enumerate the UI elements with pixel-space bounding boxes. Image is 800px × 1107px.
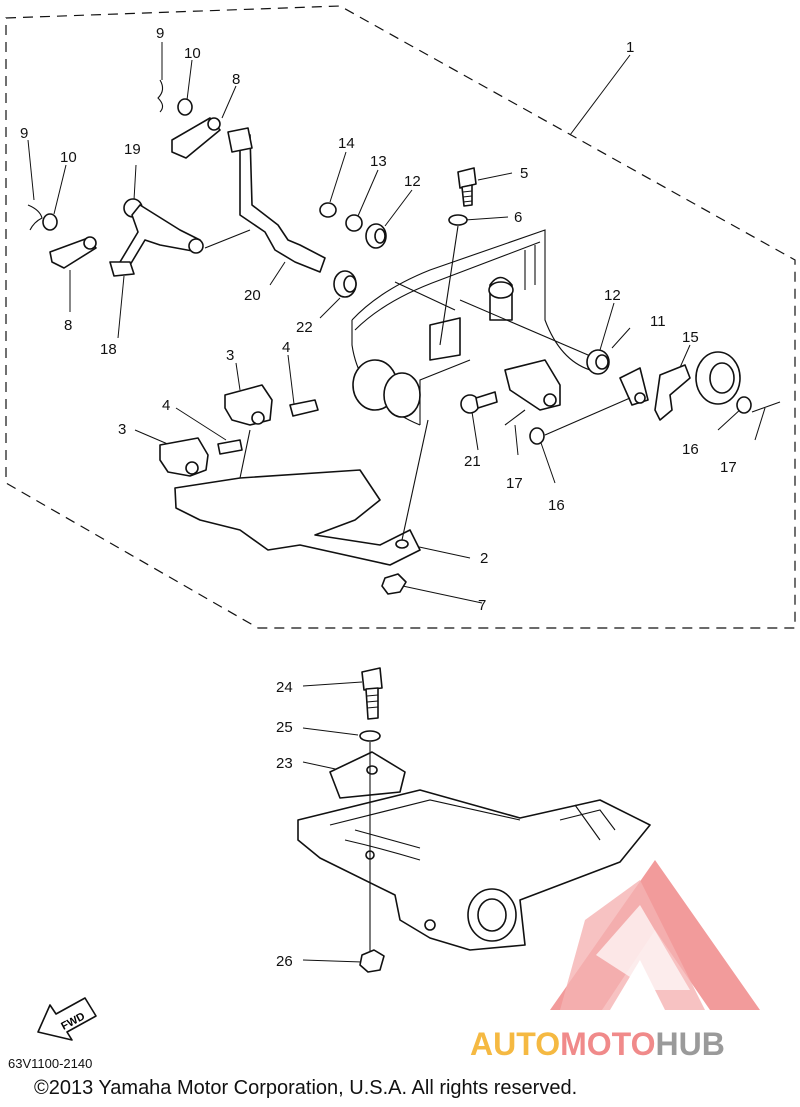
callout-4: 4 — [162, 397, 170, 414]
washer-6 — [448, 214, 468, 226]
linkage-center — [394, 276, 596, 411]
callout-8: 8 — [64, 317, 72, 334]
washer-10-lower — [42, 213, 58, 231]
pin-17-left — [504, 409, 526, 426]
callout-14: 14 — [338, 135, 355, 152]
pin-17-right — [751, 401, 781, 413]
joint-8-lower — [49, 236, 97, 269]
automotohub-logo — [550, 860, 760, 1010]
washer-14 — [319, 202, 337, 218]
callout-3: 3 — [226, 347, 234, 364]
callout-20: 20 — [244, 287, 261, 304]
callout-26: 26 — [276, 953, 293, 970]
callout-13: 13 — [370, 153, 387, 170]
callout-10: 10 — [184, 45, 201, 62]
bolt-21 — [460, 391, 498, 414]
wordmark-moto: MOTO — [560, 1026, 655, 1062]
callout-18: 18 — [100, 341, 117, 358]
pin-9-lower — [27, 204, 43, 231]
callout-1: 1 — [626, 39, 634, 56]
washer-16-right — [736, 396, 752, 414]
callout-labels: 1 2 3 3 4 4 5 6 7 8 8 9 9 10 10 11 12 12… — [20, 25, 737, 970]
lever-11 — [619, 367, 649, 406]
washer-10-upper — [177, 98, 193, 116]
callout-10: 10 — [60, 149, 77, 166]
callout-4: 4 — [282, 339, 290, 356]
clamp-3-lower — [159, 437, 209, 477]
washer-25 — [359, 730, 381, 742]
bracket-2 — [174, 419, 429, 566]
callout-23: 23 — [276, 755, 293, 772]
copyright: ©2013 Yamaha Motor Corporation, U.S.A. A… — [34, 1077, 577, 1099]
callout-7: 7 — [478, 597, 486, 614]
washer-16-left — [529, 427, 545, 445]
callout-21: 21 — [464, 453, 481, 470]
callout-24: 24 — [276, 679, 293, 696]
clamp-3-upper — [224, 384, 273, 426]
callout-19: 19 — [124, 141, 141, 158]
callout-9: 9 — [156, 25, 164, 42]
axis-18 — [204, 229, 251, 249]
bushing-12-right — [586, 349, 610, 375]
callout-16: 16 — [682, 441, 699, 458]
callout-9: 9 — [20, 125, 28, 142]
callout-16: 16 — [548, 497, 565, 514]
callout-3: 3 — [118, 421, 126, 438]
callout-11: 11 — [650, 313, 666, 330]
bracket-23 — [329, 751, 406, 799]
pin-4-lower — [217, 439, 243, 455]
axis-6 — [439, 225, 459, 346]
nut-26 — [359, 949, 385, 973]
pin-4-upper — [289, 399, 319, 417]
drawing-code: 63V1100-2140 — [8, 1056, 92, 1071]
bolt-5 — [457, 167, 477, 207]
automotohub-text: AUTOMOTOHUB — [470, 1026, 725, 1062]
fwd-arrow-icon: FWD — [37, 997, 97, 1041]
callout-5: 5 — [520, 165, 528, 182]
bolt-24 — [361, 667, 383, 720]
logo-triangle-cut — [596, 905, 690, 990]
callout-17: 17 — [506, 475, 523, 492]
callout-12: 12 — [404, 173, 421, 190]
callout-15: 15 — [682, 329, 699, 346]
bracket-15 — [654, 351, 741, 421]
callout-25: 25 — [276, 719, 293, 736]
engine-housing — [351, 229, 591, 426]
automotohub-wordmark: AUTOMOTOHUB — [470, 1026, 725, 1062]
wordmark-auto: AUTO — [470, 1026, 560, 1062]
wordmark-hub: HUB — [655, 1026, 724, 1062]
lever-18 — [109, 198, 204, 277]
bushing-22 — [333, 270, 357, 298]
bushing-12-upper — [365, 223, 387, 249]
callout-8: 8 — [232, 71, 240, 88]
callout-22: 22 — [296, 319, 313, 336]
callout-17: 17 — [720, 459, 737, 476]
joint-8-upper — [171, 117, 221, 159]
lever-shaft-20 — [227, 127, 326, 273]
nut-7 — [381, 573, 407, 595]
callout-12: 12 — [604, 287, 621, 304]
clip-13 — [345, 214, 363, 232]
axis-16 — [544, 397, 631, 436]
callout-6: 6 — [514, 209, 522, 226]
mount-base — [297, 789, 651, 951]
callout-2: 2 — [480, 550, 488, 567]
pin-9-upper — [157, 79, 164, 113]
